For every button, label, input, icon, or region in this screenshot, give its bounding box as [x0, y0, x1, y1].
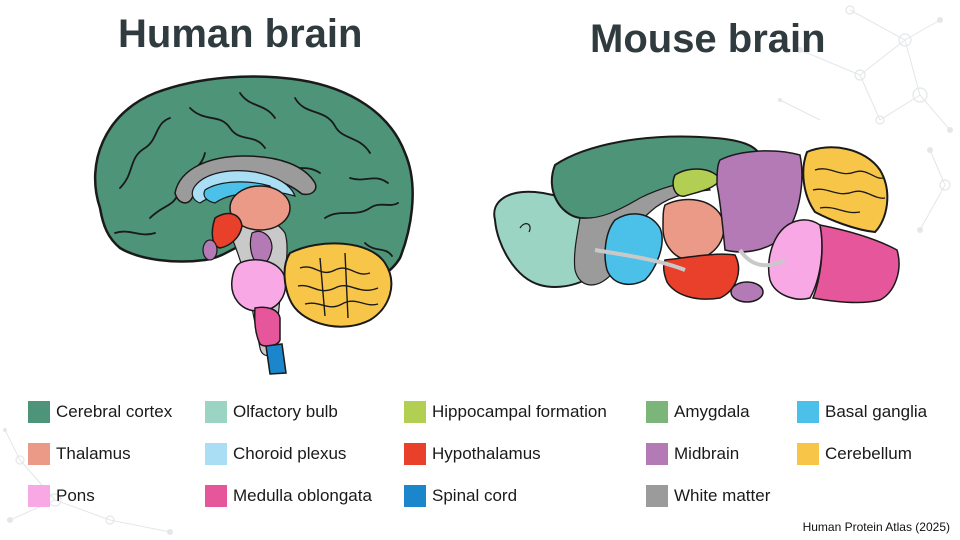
human-medulla — [254, 306, 281, 347]
mouse-medulla — [811, 224, 900, 304]
mouse-basal-ganglia — [604, 213, 663, 286]
human-brain-illustration — [93, 75, 414, 375]
human-thalamus — [229, 185, 291, 231]
mouse-amygdala — [730, 281, 764, 303]
mouse-brain-illustration — [493, 135, 900, 304]
mouse-hypothalamus — [662, 253, 740, 300]
source-credit: Human Protein Atlas (2025) — [802, 520, 950, 534]
mouse-hippocampal-formation — [672, 168, 721, 197]
mouse-brain-title: Mouse brain — [590, 17, 826, 61]
human-spinal-cord — [265, 343, 287, 375]
human-white-matter — [174, 155, 317, 204]
mouse-midbrain — [716, 150, 803, 253]
human-pons — [231, 259, 287, 312]
human-brain-title: Human brain — [118, 12, 363, 56]
human-amygdala — [202, 239, 218, 261]
mouse-thalamus — [662, 198, 725, 261]
mouse-pons — [767, 219, 823, 300]
human-cerebellum — [283, 242, 393, 328]
human-hypothalamus — [211, 212, 243, 249]
